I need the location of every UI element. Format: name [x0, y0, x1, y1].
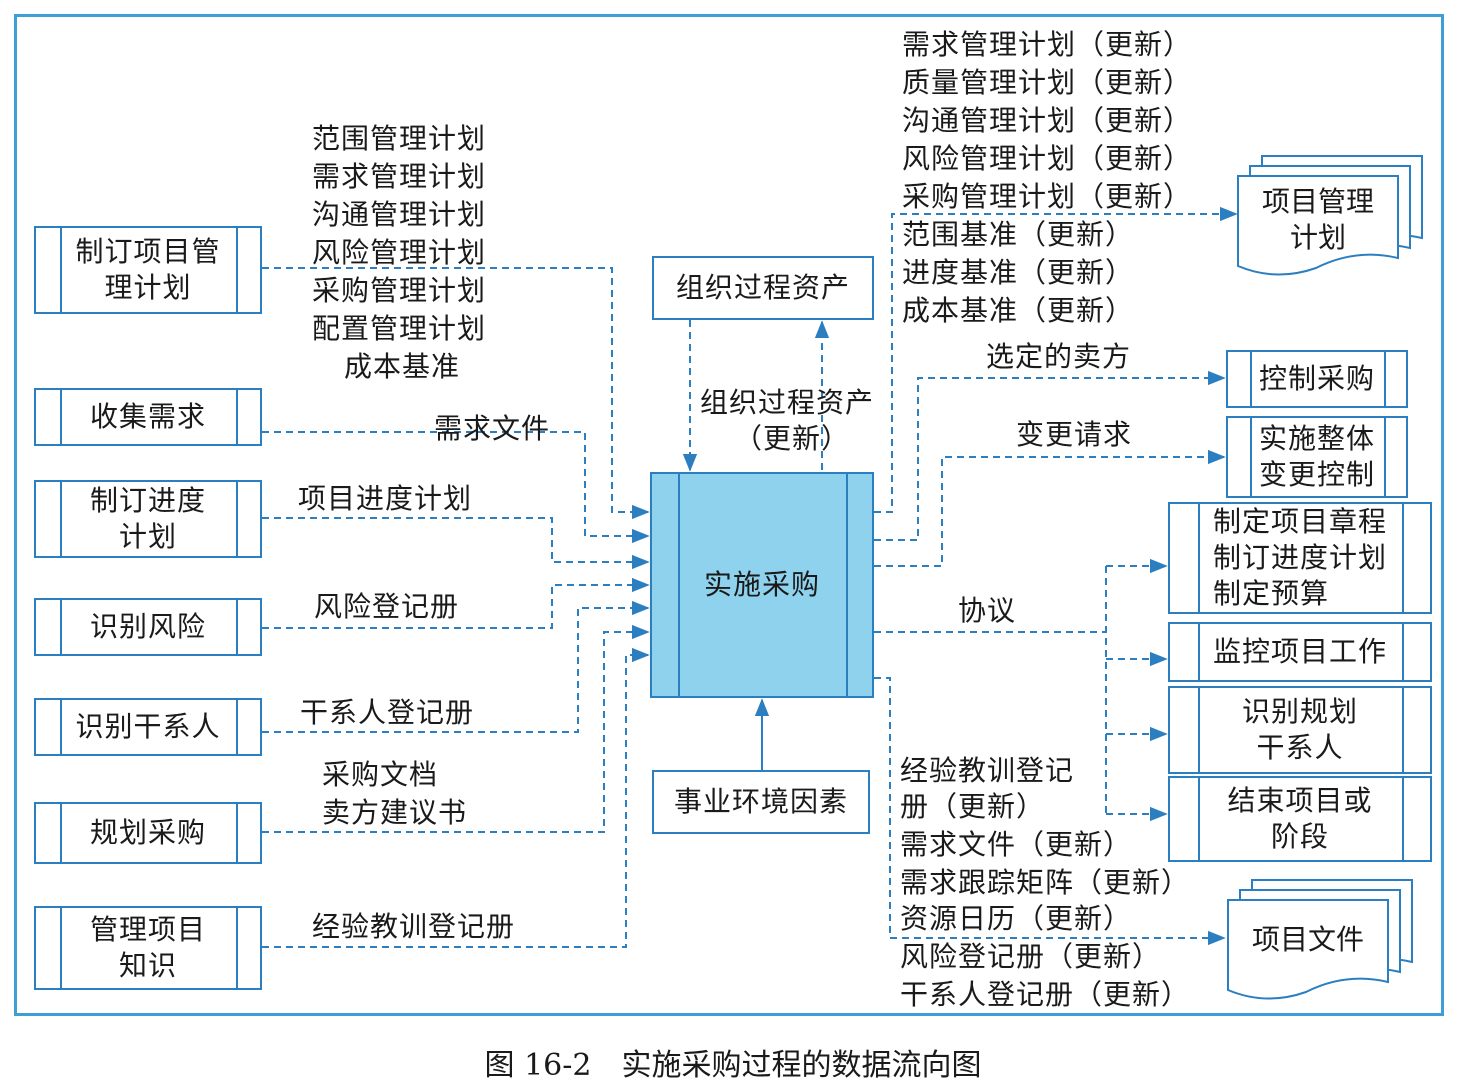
project-docs-doc-icon — [1227, 879, 1413, 1000]
box-eef: 事业环境因素 — [652, 770, 870, 834]
label-project-docs-update: 册（更新） — [900, 790, 1046, 823]
box-identify-plan-stakeholders: 识别规划 干系人 — [1168, 686, 1432, 774]
box-monitor-control-work: 监控项目工作 — [1168, 622, 1432, 682]
arrow-sellers-out — [874, 370, 1226, 541]
label-project-docs-update: 需求跟踪矩阵（更新） — [900, 866, 1191, 899]
process-conduct-procurements: 实施采购 — [650, 472, 874, 698]
arrow-risk-in — [262, 577, 650, 629]
arrow-schedule-in — [262, 517, 650, 570]
label-stakeholder-register: 干系人登记册 — [300, 696, 475, 729]
label-pm-plan-update: 范围基准（更新） — [902, 218, 1135, 251]
box-manage-project-knowledge: 管理项目 知识 — [34, 906, 262, 990]
label-pm-plan-update: 沟通管理计划（更新） — [902, 104, 1193, 137]
doc-project-docs-label: 项目文件 — [1251, 923, 1364, 956]
label-project-docs-update: 风险登记册（更新） — [900, 940, 1162, 973]
box-label: 制定项目章程 制订进度计划 制定预算 — [1212, 505, 1387, 610]
box-develop-schedule: 制订进度 计划 — [34, 480, 262, 558]
box-control-procurements: 控制采购 — [1226, 350, 1408, 408]
label-change-requests: 变更请求 — [1016, 418, 1133, 451]
label-risk-register: 风险登记册 — [314, 590, 460, 623]
box-label: 识别干系人 — [75, 710, 221, 743]
box-label: 制订项目管 理计划 — [75, 235, 221, 304]
arrow-stakeholder-in — [262, 600, 650, 733]
label-agreements: 协议 — [958, 594, 1017, 627]
box-charter-schedule-budget: 制定项目章程 制订进度计划 制定预算 — [1168, 502, 1432, 614]
box-label: 制订进度 计划 — [89, 484, 206, 553]
box-integrated-change-control: 实施整体 变更控制 — [1226, 416, 1408, 498]
label-pm-plan-component: 沟通管理计划 — [312, 198, 487, 231]
label-pm-plan-update: 进度基准（更新） — [902, 256, 1135, 289]
label-project-docs-update: 需求文件（更新） — [900, 828, 1133, 861]
arrow-lessons-in — [262, 647, 650, 948]
box-opa: 组织过程资产 — [652, 256, 874, 320]
label-seller-proposals: 卖方建议书 — [322, 796, 468, 829]
arrow-procurement-in — [262, 624, 650, 833]
box-label: 识别风险 — [89, 610, 206, 643]
box-label: 实施整体 变更控制 — [1258, 422, 1375, 491]
diagram-frame — [14, 14, 1444, 1016]
box-label: 管理项目 知识 — [89, 913, 206, 982]
box-label: 控制采购 — [1258, 362, 1375, 395]
label-pm-plan-component: 成本基准 — [344, 350, 461, 383]
label-project-docs-update: 资源日历（更新） — [900, 902, 1133, 935]
label-lessons-learned: 经验教训登记册 — [312, 910, 516, 943]
label-requirements-docs: 需求文件 — [434, 412, 551, 445]
label-opa-update: 组织过程资产 — [700, 386, 875, 419]
box-label: 监控项目工作 — [1212, 635, 1387, 668]
label-pm-plan-update: 风险管理计划（更新） — [902, 142, 1193, 175]
arrow-project-docs-out — [874, 677, 1226, 946]
label-pm-plan-update: 需求管理计划（更新） — [902, 28, 1193, 61]
box-label: 收集需求 — [89, 400, 206, 433]
label-project-schedule: 项目进度计划 — [298, 482, 473, 515]
box-label: 规划采购 — [89, 816, 206, 849]
doc-pm-plan-label: 项目管理 计划 — [1261, 185, 1374, 254]
arrow-pm-plan-in — [262, 267, 650, 520]
label-project-docs-update: 经验教训登记 — [900, 754, 1075, 787]
label-pm-plan-component: 范围管理计划 — [312, 122, 487, 155]
pm-plan-doc-icon — [1237, 155, 1423, 276]
arrow-requirements-in — [262, 431, 650, 544]
label-procurement-docs: 采购文档 — [322, 758, 439, 791]
label-pm-plan-update: 采购管理计划（更新） — [902, 180, 1193, 213]
label-pm-plan-component: 风险管理计划 — [312, 236, 487, 269]
label-pm-plan-component: 配置管理计划 — [312, 312, 487, 345]
label-selected-sellers: 选定的卖方 — [986, 340, 1132, 373]
label-pm-plan-update: 成本基准（更新） — [902, 294, 1135, 327]
box-label: 组织过程资产 — [675, 271, 850, 304]
process-label: 实施采购 — [703, 568, 820, 601]
box-collect-requirements: 收集需求 — [34, 388, 262, 446]
box-label: 事业环境因素 — [673, 785, 848, 818]
box-develop-pm-plan: 制订项目管 理计划 — [34, 226, 262, 314]
box-identify-stakeholders: 识别干系人 — [34, 698, 262, 756]
arrow-change-out — [874, 449, 1226, 567]
label-project-docs-update: 干系人登记册（更新） — [900, 978, 1191, 1011]
box-plan-procurement: 规划采购 — [34, 802, 262, 864]
label-opa-update-suffix: （更新） — [734, 422, 851, 455]
label-pm-plan-update: 质量管理计划（更新） — [902, 66, 1193, 99]
box-label: 识别规划 干系人 — [1241, 695, 1358, 764]
label-pm-plan-component: 采购管理计划 — [312, 274, 487, 307]
label-pm-plan-component: 需求管理计划 — [312, 160, 487, 193]
box-label: 结束项目或 阶段 — [1227, 784, 1373, 853]
box-close-project: 结束项目或 阶段 — [1168, 776, 1432, 862]
figure-caption: 图 16-2 实施采购过程的数据流向图 — [484, 1048, 982, 1083]
box-identify-risks: 识别风险 — [34, 598, 262, 656]
